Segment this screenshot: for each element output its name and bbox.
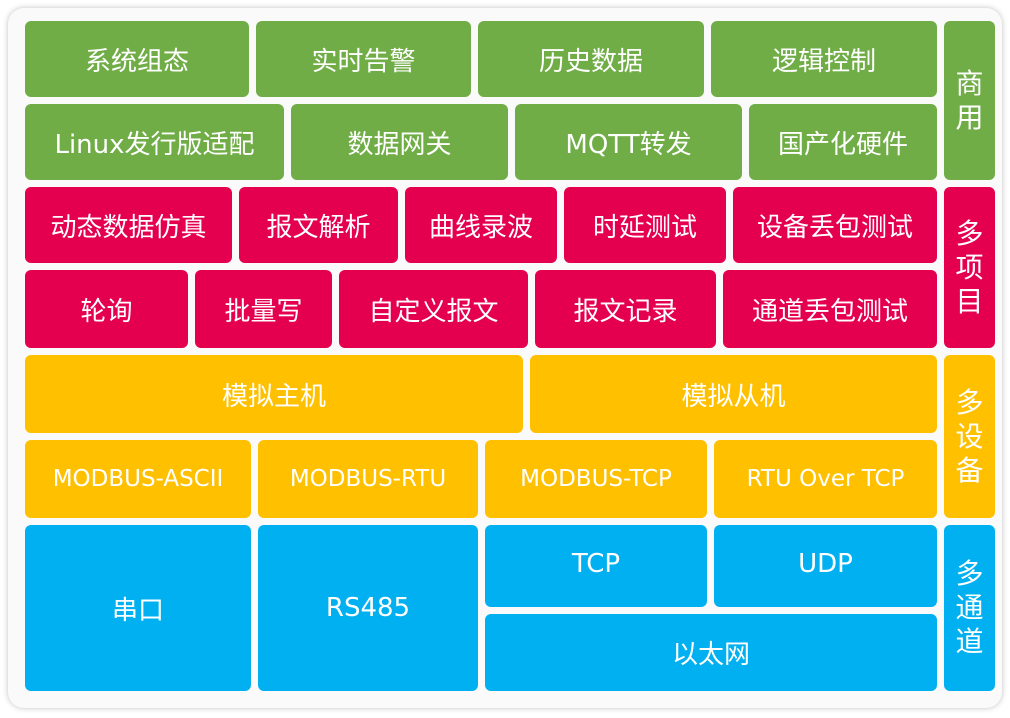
block-mqtt-forward: MQTT转发: [515, 104, 742, 180]
block-latency-test: 时延测试: [564, 187, 726, 263]
side-label-multi-channel: 多 通 道: [944, 525, 995, 691]
block-history-data: 历史数据: [478, 21, 704, 97]
block-custom-message: 自定义报文: [339, 270, 528, 348]
block-logic-control: 逻辑控制: [711, 21, 937, 97]
block-linux-adaptation: Linux发行版适配: [25, 104, 284, 180]
block-modbus-rtu: MODBUS-RTU: [258, 440, 478, 518]
block-device-loss-test: 设备丢包测试: [733, 187, 937, 263]
side-label-commercial: 商 用: [944, 21, 995, 180]
block-serial-port: 串口: [25, 525, 251, 691]
block-simulate-master: 模拟主机: [25, 355, 523, 433]
block-simulate-slave: 模拟从机: [530, 355, 937, 433]
block-rtu-over-tcp: RTU Over TCP: [714, 440, 937, 518]
block-polling: 轮询: [25, 270, 188, 348]
block-modbus-ascii: MODBUS-ASCII: [25, 440, 251, 518]
block-realtime-alarm: 实时告警: [256, 21, 471, 97]
block-ethernet: 以太网: [485, 614, 937, 691]
block-modbus-tcp: MODBUS-TCP: [485, 440, 707, 518]
block-domestic-hardware: 国产化硬件: [749, 104, 937, 180]
block-tcp: TCP: [485, 525, 707, 607]
block-system-config: 系统组态: [25, 21, 249, 97]
block-data-gateway: 数据网关: [291, 104, 508, 180]
side-label-multi-device: 多 设 备: [944, 355, 995, 518]
block-curve-recording: 曲线录波: [405, 187, 557, 263]
block-batch-write: 批量写: [195, 270, 332, 348]
block-dynamic-simulation: 动态数据仿真: [25, 187, 232, 263]
block-channel-loss-test: 通道丢包测试: [723, 270, 937, 348]
block-message-record: 报文记录: [535, 270, 716, 348]
block-rs485: RS485: [258, 525, 478, 691]
block-udp: UDP: [714, 525, 937, 607]
side-label-multi-project: 多 项 目: [944, 187, 995, 348]
block-message-parse: 报文解析: [239, 187, 398, 263]
